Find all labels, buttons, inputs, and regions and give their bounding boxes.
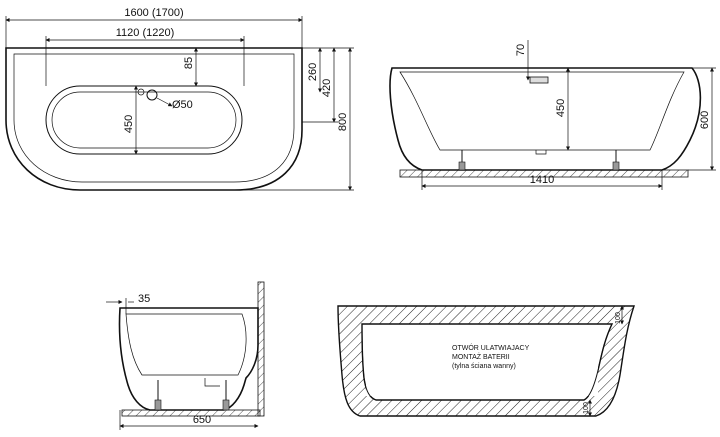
section-cavity: [366, 330, 598, 396]
dim-600-label: 600: [699, 111, 711, 129]
section-inner-line: [361, 323, 613, 401]
leg-side-right-foot: [222, 399, 230, 411]
drain-circle: [146, 89, 158, 101]
overflow-fitting: [529, 76, 549, 84]
overall-length-label: 1600 (1700): [124, 7, 183, 19]
dim-260-label: 260: [307, 63, 319, 81]
leg-left-foot: [458, 161, 466, 171]
leg-right-foot: [612, 161, 620, 171]
dim-85-label: 85: [183, 57, 195, 69]
wall-side: [257, 281, 265, 417]
dim-35-label: 35: [138, 293, 150, 305]
dim-450-top-label: 450: [123, 115, 135, 133]
section-view: OTWÓR ULATWIAJACY MONTAŻ BATERII (tylna …: [337, 305, 635, 417]
drain-label: Ø50: [172, 99, 193, 111]
basin-outline-top: [45, 85, 243, 155]
tub-outline-top: [5, 47, 303, 191]
dim-70-label: 70: [515, 44, 527, 56]
dim-450-front-label: 450: [555, 99, 567, 117]
tub-rim-inner-top: [13, 53, 295, 183]
floor-side: [121, 409, 261, 417]
front-view: 70 450 600 1410: [389, 40, 716, 190]
side-view: 35 650: [106, 281, 265, 430]
dim-1410-label: 1410: [530, 174, 554, 186]
tub-outline-side: [118, 307, 259, 411]
section-note-line3: (tylna ściana wanny): [452, 363, 516, 370]
dim-420-label: 420: [321, 79, 333, 97]
basin-inner-top: [51, 91, 237, 149]
tub-inner-side: [125, 313, 247, 376]
dim-800-label: 800: [337, 113, 349, 131]
tub-inner-front: [399, 71, 685, 151]
dim-650-label: 650: [193, 414, 211, 426]
drain-fitting: [535, 150, 547, 155]
dim-100-top-label: 100: [615, 312, 622, 324]
drain-leader: [156, 97, 173, 107]
leg-side-left-foot: [154, 399, 162, 411]
top-view: Ø50 1600 (1700) 1120 (1220) 85 260 420 8…: [5, 7, 354, 191]
dim-100-bottom-label: 100: [583, 402, 590, 414]
section-note-line1: OTWÓR ULATWIAJACY: [452, 343, 530, 352]
drain-pipe-side: [204, 378, 220, 387]
section-note-line2: MONTAŻ BATERII: [452, 352, 510, 361]
inner-length-label: 1120 (1220): [116, 27, 175, 39]
